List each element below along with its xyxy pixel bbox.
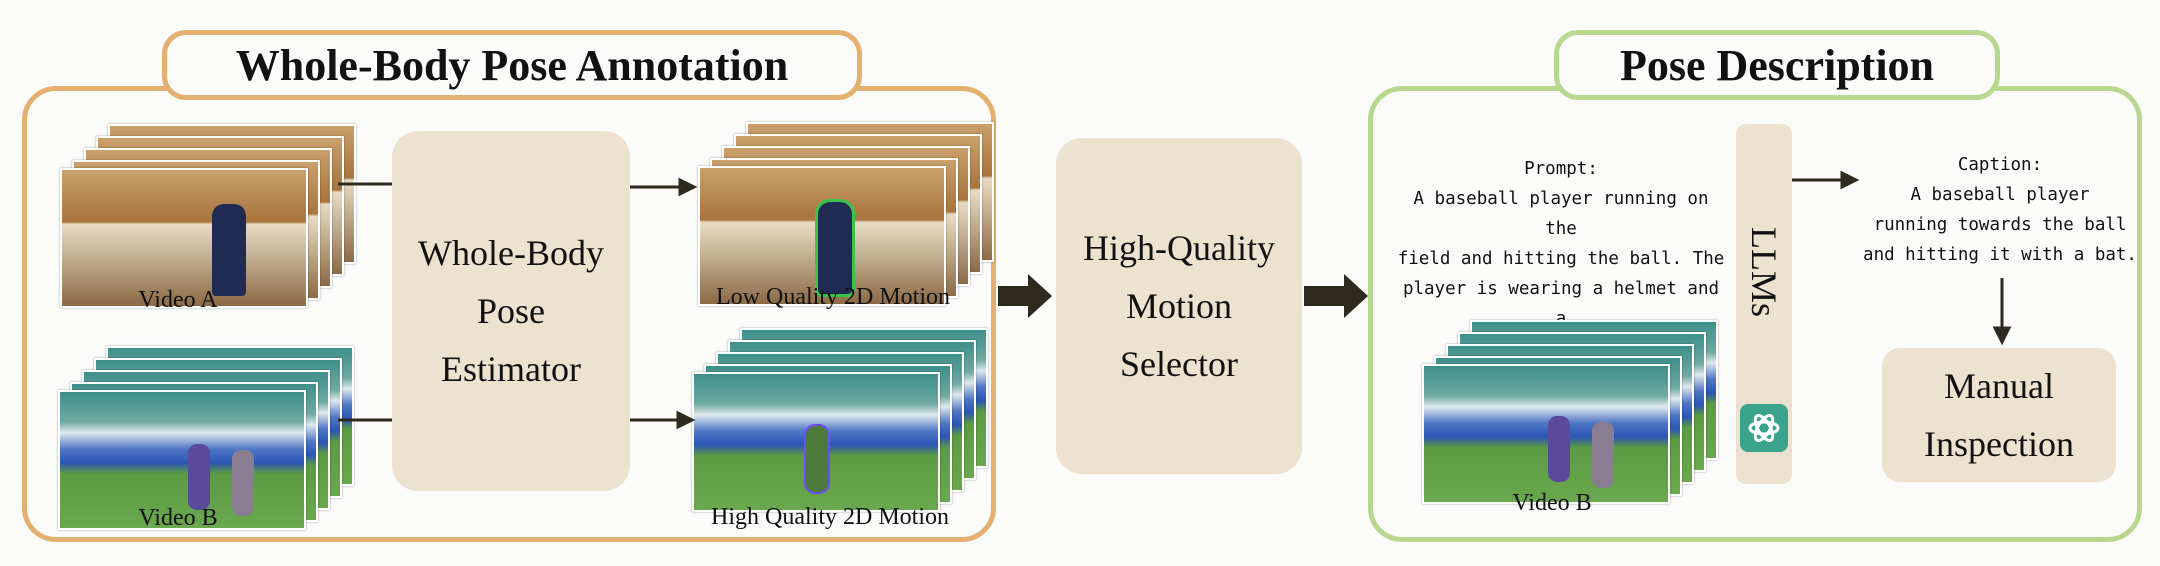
llms-block: LLMs bbox=[1736, 124, 1792, 484]
manual-inspection-block: Manual Inspection bbox=[1882, 348, 2116, 482]
prompt-video-b-label: Video B bbox=[1512, 490, 1592, 516]
estimator-line-2: Pose bbox=[476, 291, 545, 331]
arrow-head-low-quality bbox=[678, 177, 698, 197]
motion-selector-block: High-Quality Motion Selector bbox=[1056, 138, 1302, 474]
selector-line-3: Selector bbox=[1120, 344, 1238, 384]
video-b-label: Video B bbox=[138, 505, 218, 531]
prompt-line-2: field and hitting the ball. The bbox=[1397, 249, 1725, 269]
selector-line-2: Motion bbox=[1125, 286, 1232, 326]
prompt-line-3: player is wearing a helmet and a bbox=[1402, 279, 1720, 329]
estimator-line-3: Estimator bbox=[441, 349, 581, 389]
big-arrow-left-to-selector bbox=[998, 274, 1052, 318]
caption-text: Caption: A baseball player running towar… bbox=[1850, 150, 2150, 270]
prompt-heading: Prompt: bbox=[1524, 159, 1598, 179]
chatgpt-icon bbox=[1740, 404, 1788, 452]
high-quality-label: High Quality 2D Motion bbox=[711, 504, 949, 530]
pose-description-title: Pose Description bbox=[1554, 30, 2000, 100]
pose-annotation-title: Whole-Body Pose Annotation bbox=[162, 30, 862, 100]
arrow-head-manual bbox=[1992, 326, 2012, 346]
selector-line-1: High-Quality bbox=[1083, 228, 1275, 268]
arrow-head-high-quality bbox=[676, 410, 696, 430]
prompt-text: Prompt: A baseball player running on the… bbox=[1394, 154, 1728, 364]
arrow-head-caption bbox=[1840, 170, 1860, 190]
video-a-label: Video A bbox=[138, 287, 218, 313]
pose-estimator-block: Whole-Body Pose Estimator bbox=[392, 131, 630, 491]
low-quality-label: Low Quality 2D Motion bbox=[716, 284, 950, 310]
caption-line-2: running towards the ball bbox=[1873, 215, 2127, 235]
prompt-line-1: A baseball player running on the bbox=[1413, 189, 1709, 239]
caption-heading: Caption: bbox=[1957, 155, 2043, 175]
big-arrow-selector-to-right bbox=[1304, 274, 1368, 318]
manual-line-2: Inspection bbox=[1924, 424, 2074, 464]
manual-line-1: Manual bbox=[1944, 366, 2054, 406]
estimator-line-1: Whole-Body bbox=[418, 233, 604, 273]
caption-line-3: and hitting it with a bat. bbox=[1863, 245, 2137, 265]
caption-line-1: A baseball player bbox=[1910, 185, 2090, 205]
